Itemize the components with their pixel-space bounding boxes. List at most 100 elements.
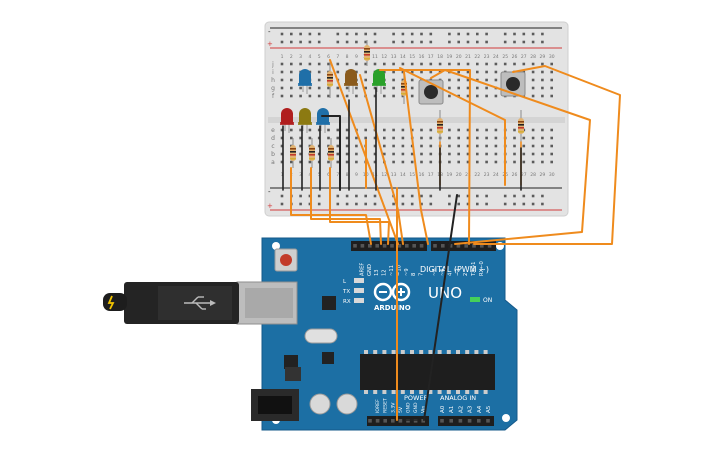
chip-pin (474, 350, 479, 354)
hole (494, 152, 498, 156)
resistor[interactable] (518, 118, 524, 134)
header-pin[interactable] (412, 244, 416, 248)
hole (299, 144, 302, 148)
hole (429, 144, 433, 148)
voltage-regulator (284, 355, 298, 369)
led-red[interactable] (280, 108, 294, 133)
status-led (354, 278, 364, 283)
header-pin[interactable] (449, 419, 453, 423)
hole (392, 70, 395, 74)
header-pin[interactable] (487, 244, 492, 248)
push-button-1-cap (424, 85, 438, 99)
column-number: 8 (346, 172, 349, 178)
rail-holes-top (280, 32, 544, 44)
header-pin[interactable] (391, 419, 395, 423)
rail-hole (429, 32, 433, 36)
header-pin[interactable] (458, 419, 463, 423)
column-number: 3 (299, 172, 302, 178)
rail-hole (317, 32, 321, 36)
rail-hole (364, 32, 367, 36)
logo-right-ring (391, 282, 411, 302)
chip-pin (428, 390, 433, 394)
wire-pin12[interactable] (310, 167, 382, 245)
rail-hole (280, 40, 284, 44)
hole (466, 94, 470, 98)
header-pin[interactable] (421, 419, 425, 423)
hole (466, 62, 470, 66)
header-pin[interactable] (433, 244, 437, 248)
resistor[interactable] (364, 45, 370, 61)
wire-button-link[interactable] (399, 67, 506, 186)
header-pin[interactable] (368, 419, 372, 423)
led-olive[interactable] (298, 108, 312, 133)
chip-pin (446, 390, 451, 394)
header-pin[interactable] (398, 419, 403, 423)
rail-hole (485, 40, 488, 44)
header-pin[interactable] (382, 244, 387, 248)
hole (476, 70, 479, 74)
header-pin[interactable] (477, 419, 481, 423)
hole (383, 152, 386, 156)
header-pin[interactable] (467, 419, 472, 423)
wire-pin11[interactable] (329, 167, 390, 245)
chip-pin (373, 390, 378, 394)
hole (485, 136, 488, 140)
wire-pin7[interactable] (403, 71, 429, 245)
wire-gnd-led[interactable] (321, 115, 341, 191)
wire-button1[interactable] (430, 69, 591, 245)
wire-button2[interactable] (473, 65, 621, 245)
resistor[interactable] (437, 118, 443, 134)
wire-pin10[interactable] (329, 59, 399, 245)
led-blue-top[interactable] (298, 69, 312, 94)
hole (531, 78, 535, 82)
hole (401, 152, 405, 156)
header-pin[interactable] (405, 244, 409, 248)
header-pin[interactable] (390, 244, 394, 248)
resistor[interactable] (328, 145, 334, 161)
rail-hole (522, 40, 526, 44)
resistor[interactable] (290, 145, 296, 161)
header-pin[interactable] (486, 419, 490, 423)
header-pin[interactable] (464, 244, 468, 248)
resistor[interactable] (309, 145, 315, 161)
reset-button[interactable] (280, 254, 292, 266)
header-pin[interactable] (353, 244, 357, 248)
column-number: 28 (530, 172, 536, 178)
header-pin[interactable] (375, 244, 379, 248)
wire-pin2[interactable] (379, 69, 471, 245)
hole (280, 94, 284, 98)
resistor[interactable] (327, 71, 333, 87)
chip-pin (400, 350, 405, 354)
header-pin[interactable] (456, 244, 461, 248)
rail-hole (308, 202, 312, 206)
header-pin[interactable] (419, 244, 424, 248)
led-green-top[interactable] (372, 69, 386, 94)
wire-pin13[interactable] (290, 167, 372, 245)
hole (299, 62, 302, 66)
header-pin[interactable] (472, 244, 476, 248)
header-pin[interactable] (480, 244, 484, 248)
header-pin[interactable] (441, 244, 445, 248)
hole (513, 128, 516, 132)
header-pin[interactable] (383, 419, 387, 423)
on-label: ON (483, 297, 492, 304)
header-pin[interactable] (360, 244, 365, 248)
hole (550, 86, 553, 90)
header-pin[interactable] (440, 419, 444, 423)
header-pin[interactable] (368, 244, 372, 248)
header-pin[interactable] (375, 419, 380, 423)
led-brown-top[interactable] (344, 69, 358, 94)
header-pin[interactable] (397, 244, 402, 248)
row-letter: f (272, 93, 275, 100)
pin-label: 4 (448, 272, 454, 276)
chip-pin (410, 390, 414, 394)
rail-hole (290, 40, 293, 44)
hole (392, 152, 395, 156)
hole (429, 70, 433, 74)
hole (420, 128, 423, 132)
header-pin[interactable] (448, 244, 453, 248)
power-pin-label: 5V (398, 406, 404, 413)
wire-gnd-arduino[interactable] (423, 194, 458, 421)
push-button-2[interactable] (500, 71, 526, 97)
